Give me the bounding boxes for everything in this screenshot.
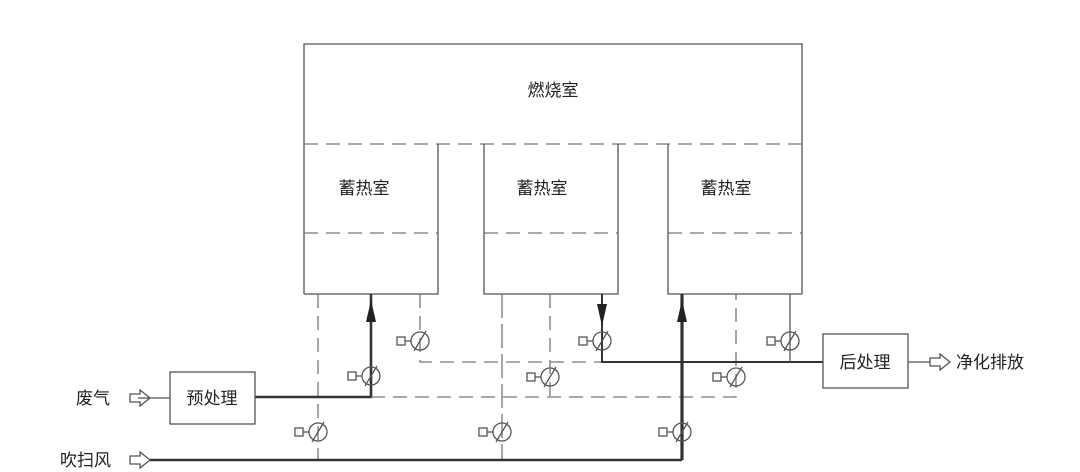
flow-down-arrow-2 bbox=[597, 304, 607, 326]
valve-icon bbox=[478, 421, 512, 443]
regenerator-3: 蓄热室 bbox=[667, 144, 802, 295]
regenerator-1-label: 蓄热室 bbox=[339, 179, 390, 199]
posttreatment-box: 后处理 bbox=[822, 333, 909, 389]
exhaust-label: 净化排放 bbox=[956, 353, 1024, 373]
valve-icon bbox=[526, 366, 560, 388]
regenerator-3-label: 蓄热室 bbox=[701, 179, 752, 199]
flow-up-arrow-3 bbox=[677, 300, 687, 322]
pretreatment-label: 预处理 bbox=[187, 389, 238, 409]
valve-icon bbox=[766, 330, 800, 352]
posttreatment-label: 后处理 bbox=[840, 353, 891, 373]
valve-icon bbox=[396, 330, 430, 352]
regenerator-1: 蓄热室 bbox=[304, 144, 439, 295]
valve-icon bbox=[712, 366, 746, 388]
flow-up-arrow-1 bbox=[366, 300, 376, 322]
combustion-chamber-label: 燃烧室 bbox=[528, 81, 579, 101]
waste-gas-label: 废气 bbox=[76, 389, 110, 409]
valve-icon bbox=[658, 421, 692, 443]
valve-icon bbox=[578, 330, 612, 352]
pretreatment-box: 预处理 bbox=[169, 371, 256, 425]
combustion-chamber: 燃烧室 bbox=[303, 43, 803, 294]
valve-icon bbox=[347, 365, 381, 387]
pipes bbox=[138, 294, 930, 462]
purge-arrow-icon bbox=[129, 451, 151, 469]
purge-air-label: 吹扫风 bbox=[60, 451, 111, 471]
regenerator-2: 蓄热室 bbox=[483, 144, 619, 295]
outlet-arrow-icon bbox=[929, 353, 951, 371]
valve-icon bbox=[294, 421, 328, 443]
regenerator-2-label: 蓄热室 bbox=[517, 179, 568, 199]
